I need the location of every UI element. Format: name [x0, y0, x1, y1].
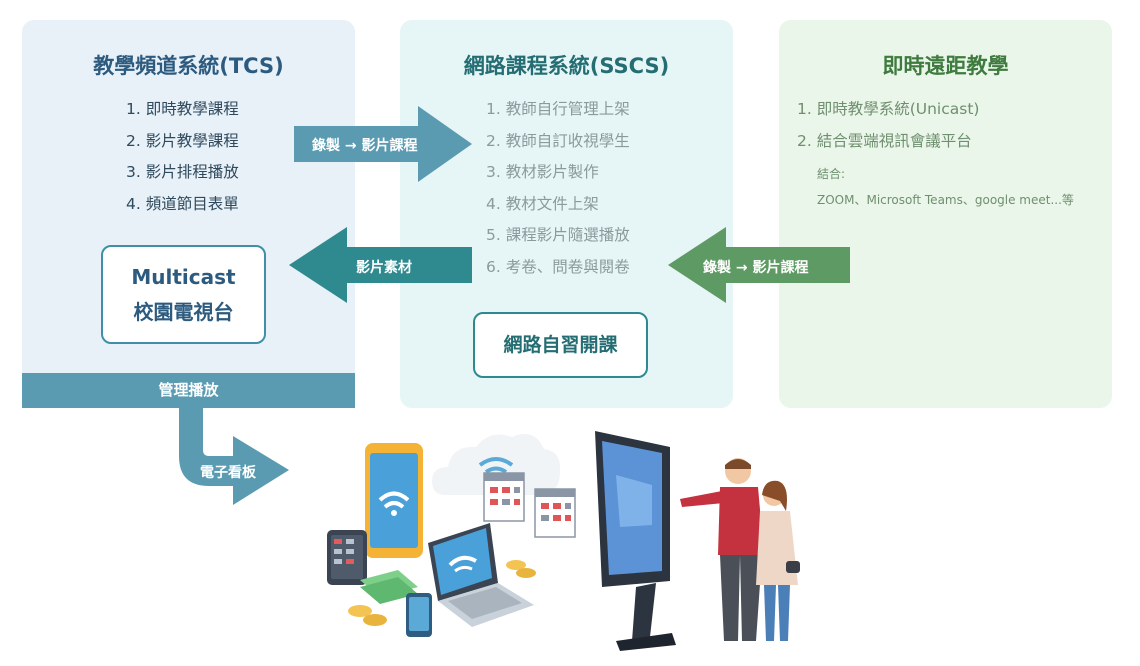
tcs-item: 4. 頻道節目表單 [126, 194, 239, 213]
people-icon [680, 458, 800, 641]
mobile-icon [406, 593, 432, 637]
tcs-item: 1. 即時教學課程 [126, 100, 239, 118]
record-to-course-label: 錄製 → 影片課程 [312, 138, 418, 154]
kiosk-icon [595, 431, 676, 651]
platform-note-text: ZOOM、Microsoft Teams、google meet...等 [817, 193, 1074, 207]
sscs-item: 2. 教師自訂收視學生 [486, 131, 630, 150]
live-item: 1. 即時教學系統(Unicast) [797, 100, 980, 118]
sscs-item: 1. 教師自行管理上架 [486, 100, 630, 118]
sscs-panel: 網路課程系統(SSCS) 1. 教師自行管理上架 2. 教師自訂收視學生 3. … [400, 20, 733, 408]
tcs-item: 2. 影片教學課程 [126, 131, 239, 150]
live-title: 即時遠距教學 [882, 54, 1009, 78]
sscs-item: 4. 教材文件上架 [486, 194, 599, 213]
campus-tv-label: 校園電視台 [133, 300, 234, 324]
live-item: 2. 結合雲端視訊會議平台 [797, 131, 972, 150]
sscs-item: 5. 課程影片隨選播放 [486, 226, 630, 244]
video-material-label: 影片素材 [356, 260, 412, 276]
devices-illustration [327, 431, 800, 651]
left-arrow-icon [668, 227, 850, 303]
tcs-title: 教學頻道系統(TCS) [93, 54, 284, 78]
tcs-feature-list: 1. 即時教學課程 2. 影片教學課程 3. 影片排程播放 4. 頻道節目表單 [126, 94, 239, 220]
record-to-course-label: 錄製 → 影片課程 [703, 260, 809, 276]
self-study-box: 網路自習開課 [473, 312, 648, 378]
cloud-icon [432, 433, 561, 495]
laptop-icon [428, 523, 534, 627]
digital-signage-label: 電子看板 [200, 465, 256, 481]
tcs-panel: 教學頻道系統(TCS) 1. 即時教學課程 2. 影片教學課程 3. 影片排程播… [22, 20, 355, 408]
calendar-icon [483, 472, 576, 538]
sscs-item: 6. 考卷、問卷與閱卷 [486, 257, 630, 276]
multicast-label: Multicast [131, 265, 236, 289]
manage-playback-bar: 管理播放 [22, 373, 355, 408]
platform-note-label: 結合: [817, 167, 846, 181]
phone-icon [327, 530, 367, 585]
sscs-item: 3. 教材影片製作 [486, 163, 599, 181]
multicast-box: Multicast 校園電視台 [101, 245, 266, 344]
live-teaching-panel: 即時遠距教學 1. 即時教學系統(Unicast) 2. 結合雲端視訊會議平台 … [779, 20, 1112, 408]
tcs-item: 3. 影片排程播放 [126, 163, 239, 181]
platform-note: 結合: ZOOM、Microsoft Teams、google meet...等 [817, 161, 1074, 213]
right-arrow-icon [294, 106, 472, 182]
tablet-icon [365, 443, 423, 558]
left-arrow-icon [289, 227, 472, 303]
live-feature-list: 1. 即時教學系統(Unicast) 2. 結合雲端視訊會議平台 [797, 94, 979, 157]
sscs-feature-list: 1. 教師自行管理上架 2. 教師自訂收視學生 3. 教材影片製作 4. 教材文… [486, 94, 630, 283]
money-icon [348, 560, 536, 626]
elbow-arrow-icon [179, 408, 289, 505]
sscs-title: 網路課程系統(SSCS) [463, 54, 670, 78]
